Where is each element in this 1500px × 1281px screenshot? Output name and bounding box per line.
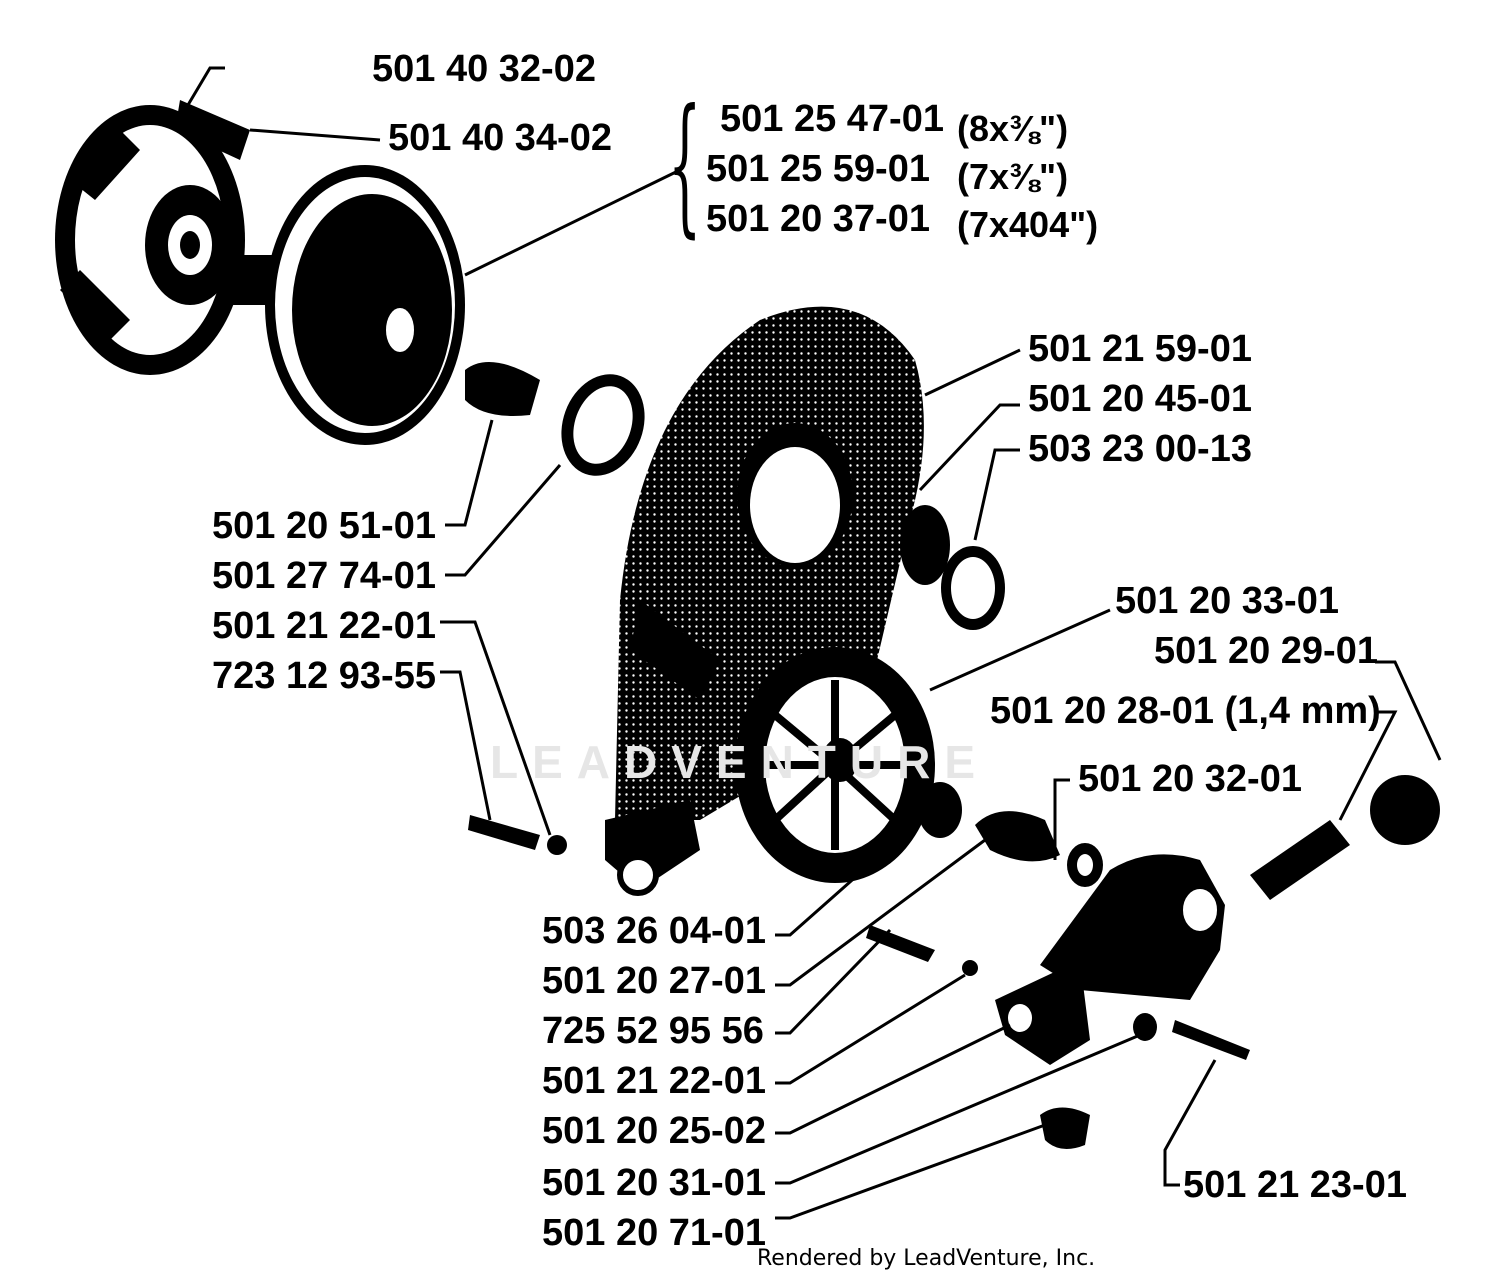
spec-8x38: (8x⅜") [957,108,1069,149]
part-501-21-59-01: 501 21 59-01 [1028,328,1252,370]
bracket: { [668,78,702,252]
part-501-21-22-01-bottom: 501 21 22-01 [542,1060,766,1102]
small-washer [941,546,1005,630]
watermark: LEADVENTURE [490,736,990,788]
footer-credit: Rendered by LeadVenture, Inc. [757,1246,1096,1271]
part-501-21-22-01-left: 501 21 22-01 [212,605,436,647]
part-501-20-25-02: 501 20 25-02 [542,1110,766,1152]
part-501-40-32-02: 501 40 32-02 [372,48,596,90]
spec-7x38: (7x⅜") [957,156,1069,197]
part-503-23-00-13: 503 23 00-13 [1028,428,1252,470]
adjust-bolt [468,800,700,896]
part-723-12-93-55: 723 12 93-55 [212,655,436,697]
part-501-40-34-02: 501 40 34-02 [388,117,612,159]
part-501-25-47-01: 501 25 47-01 [720,98,944,140]
washer-ring [561,374,645,476]
needle-bearing [465,362,540,416]
spec-7x404: (7x404") [957,204,1099,245]
part-501-20-45-01: 501 20 45-01 [1028,378,1252,420]
part-501-25-59-01: 501 25 59-01 [706,148,930,190]
part-501-20-33-01: 501 20 33-01 [1115,580,1339,622]
leader-lines [183,66,1442,1220]
small-parts [866,775,1440,1149]
part-725-52-95-56: 725 52 95 56 [542,1010,764,1052]
part-501-20-32-01: 501 20 32-01 [1078,758,1302,800]
part-501-20-28-01: 501 20 28-01 (1,4 mm) [990,690,1381,732]
part-501-20-27-01: 501 20 27-01 [542,960,766,1002]
part-501-20-29-01: 501 20 29-01 [1154,630,1378,672]
part-501-20-37-01: 501 20 37-01 [706,198,930,240]
sprocket [735,647,935,883]
part-501-20-51-01: 501 20 51-01 [212,505,436,547]
clutch-assembly [55,100,465,445]
part-501-20-31-01: 501 20 31-01 [542,1162,766,1204]
part-501-27-74-01: 501 27 74-01 [212,555,436,597]
part-501-21-23-01: 501 21 23-01 [1183,1164,1407,1206]
part-503-26-04-01: 503 26 04-01 [542,910,766,952]
part-501-20-71-01: 501 20 71-01 [542,1212,766,1254]
